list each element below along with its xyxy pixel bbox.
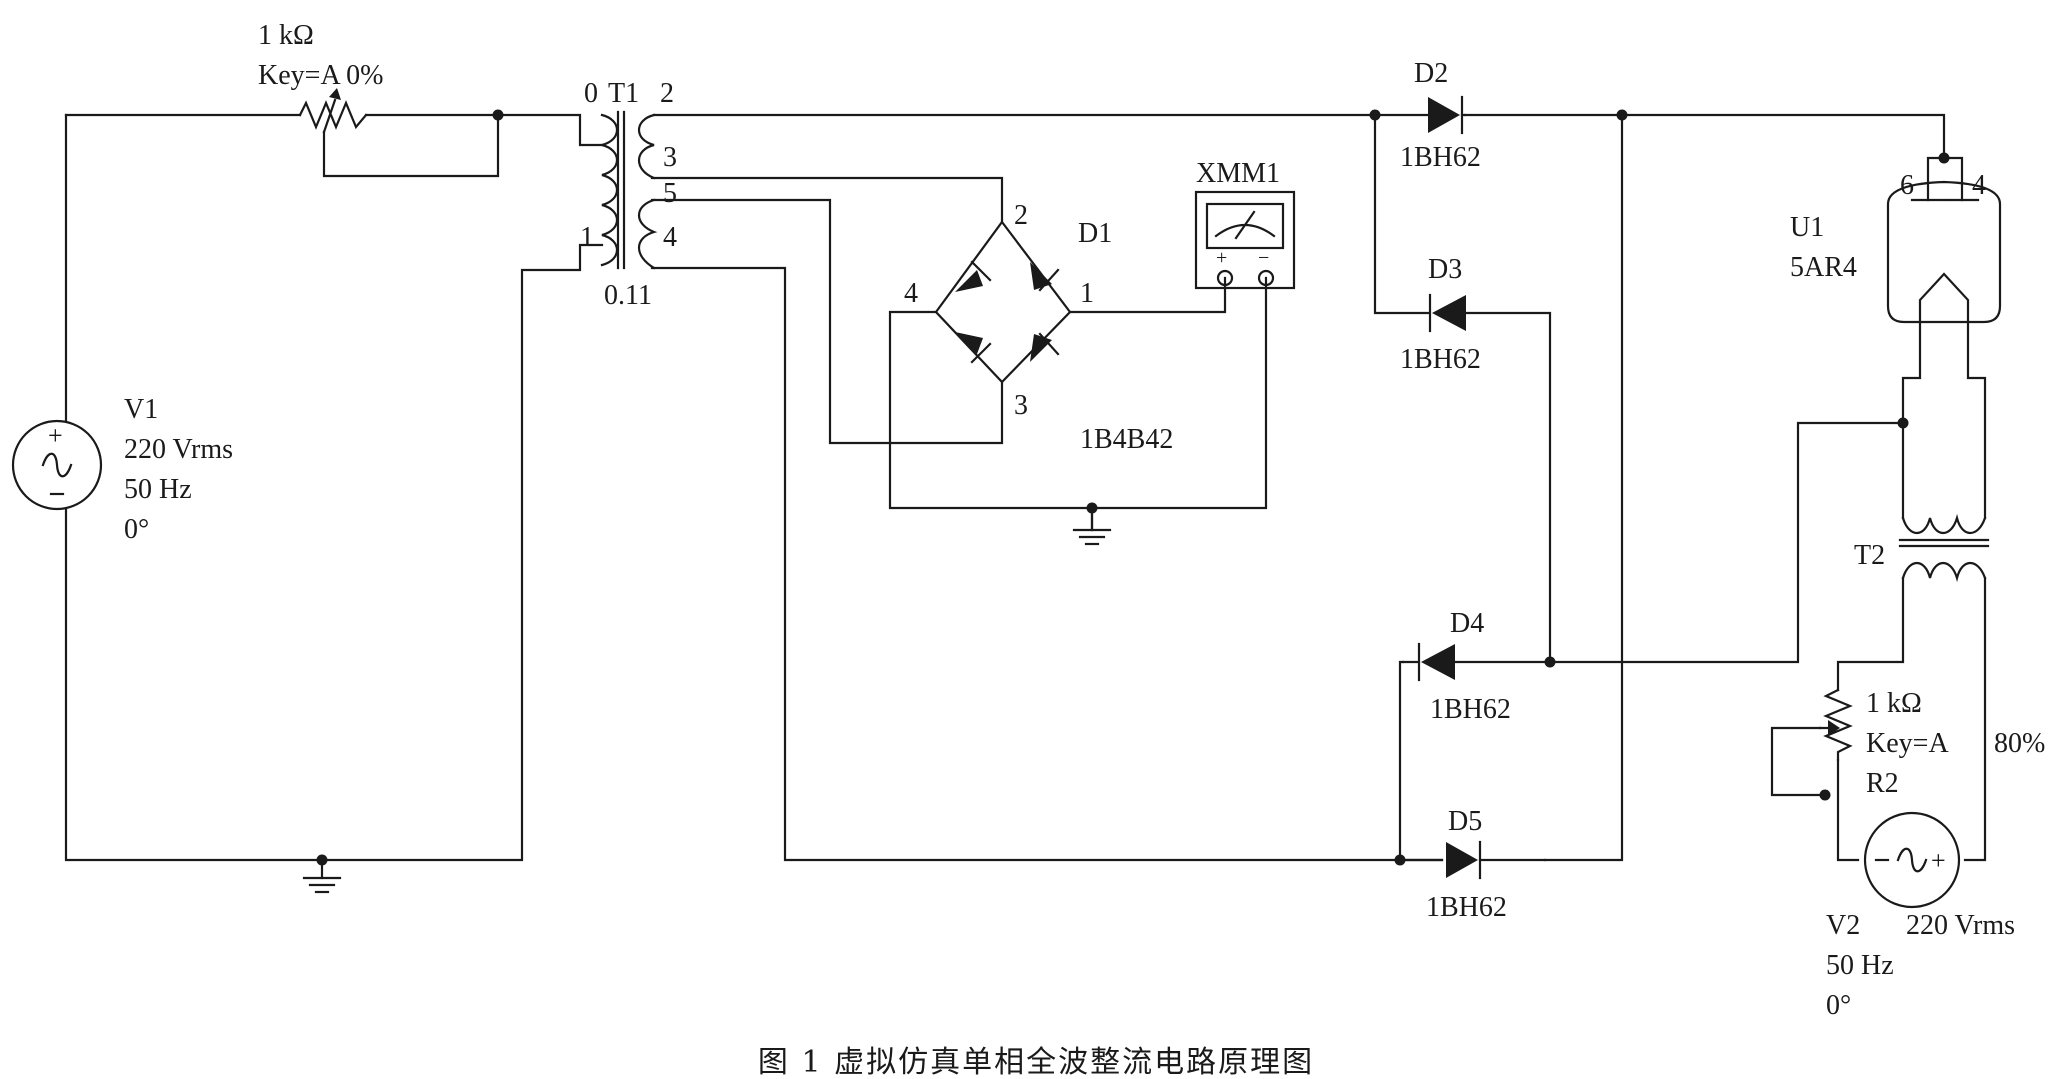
svg-text:+: + — [1931, 846, 1946, 875]
u1-pin4-label: 4 — [1972, 170, 1986, 201]
d2-model-label: 1BH62 — [1400, 142, 1481, 173]
rectifier-tube-u1 — [1886, 156, 2002, 324]
v1-freq-label: 50 Hz — [124, 474, 192, 505]
d1-pin3-label: 3 — [1014, 390, 1028, 421]
d5-name-label: D5 — [1448, 806, 1482, 837]
d2-name-label: D2 — [1414, 58, 1448, 89]
svg-text:+: + — [1216, 247, 1227, 269]
junction-dots — [316, 109, 1950, 866]
v2-freq-label: 50 Hz — [1826, 950, 1894, 981]
potentiometer-r2 — [1818, 688, 1853, 762]
diode-d2 — [1373, 95, 1467, 135]
t1-pin0-label: 0 — [584, 78, 598, 109]
v2-voltage-label: 220 Vrms — [1906, 910, 2015, 941]
svg-text:+: + — [48, 421, 63, 450]
u1-model-label: 5AR4 — [1790, 252, 1857, 283]
t2-name-label: T2 — [1854, 540, 1885, 571]
diode-d4 — [1401, 642, 1455, 682]
svg-text:−: − — [1258, 247, 1269, 269]
d1-pin2-label: 2 — [1014, 200, 1028, 231]
v1-phase-label: 0° — [124, 514, 149, 545]
t1-pin5-label: 5 — [663, 178, 677, 209]
bridge-rectifier-d1 — [934, 220, 1072, 384]
diode-d3 — [1428, 293, 1466, 333]
v1-name-label: V1 — [124, 394, 158, 425]
pot1-value-label: 1 kΩ — [258, 20, 314, 51]
v2-phase-label: 0° — [1826, 990, 1851, 1021]
ac-source-v2: + — [1863, 811, 1961, 909]
r2-value-label: 1 kΩ — [1866, 688, 1922, 719]
t1-ratio-label: 0.11 — [604, 280, 652, 311]
diode-d5 — [1446, 840, 1547, 880]
u1-name-label: U1 — [1790, 212, 1824, 243]
d1-pin1-label: 1 — [1080, 278, 1094, 309]
t1-pin4-label: 4 — [663, 222, 677, 253]
v1-voltage-label: 220 Vrms — [124, 434, 233, 465]
potentiometer-1 — [298, 88, 368, 134]
ground-symbol-left — [302, 858, 342, 894]
transformer-t1 — [600, 110, 658, 270]
d1-pin4-label: 4 — [904, 278, 918, 309]
d3-name-label: D3 — [1428, 254, 1462, 285]
transformer-t2 — [1898, 513, 1990, 583]
r2-pct-label: 80% — [1994, 728, 2045, 759]
d4-model-label: 1BH62 — [1430, 694, 1511, 725]
u1-pin6-label: 6 — [1900, 170, 1914, 201]
xmm1-name-label: XMM1 — [1196, 158, 1280, 189]
v2-name-label: V2 — [1826, 910, 1860, 941]
d1-model-label: 1B4B42 — [1080, 424, 1173, 455]
d1-name-label: D1 — [1078, 218, 1112, 249]
pot1-key-label: Key=A 0% — [258, 60, 383, 91]
d5-model-label: 1BH62 — [1426, 892, 1507, 923]
r2-key-label: Key=A — [1866, 728, 1949, 759]
figure-caption: 图 1 虚拟仿真单相全波整流电路原理图 — [758, 1045, 1314, 1079]
t1-pin1-label: 1 — [580, 222, 594, 253]
multimeter-xmm1[interactable]: + − — [1194, 190, 1296, 290]
r2-name-label: R2 — [1866, 768, 1899, 799]
wires — [64, 113, 1987, 862]
d3-model-label: 1BH62 — [1400, 344, 1481, 375]
ac-source-v1: + — [11, 419, 103, 511]
t1-pin2-label: 2 — [660, 78, 674, 109]
t1-name-label: T1 — [608, 78, 639, 109]
t1-pin3-label: 3 — [663, 142, 677, 173]
ground-symbol-bridge — [1072, 506, 1112, 546]
d4-name-label: D4 — [1450, 608, 1484, 639]
